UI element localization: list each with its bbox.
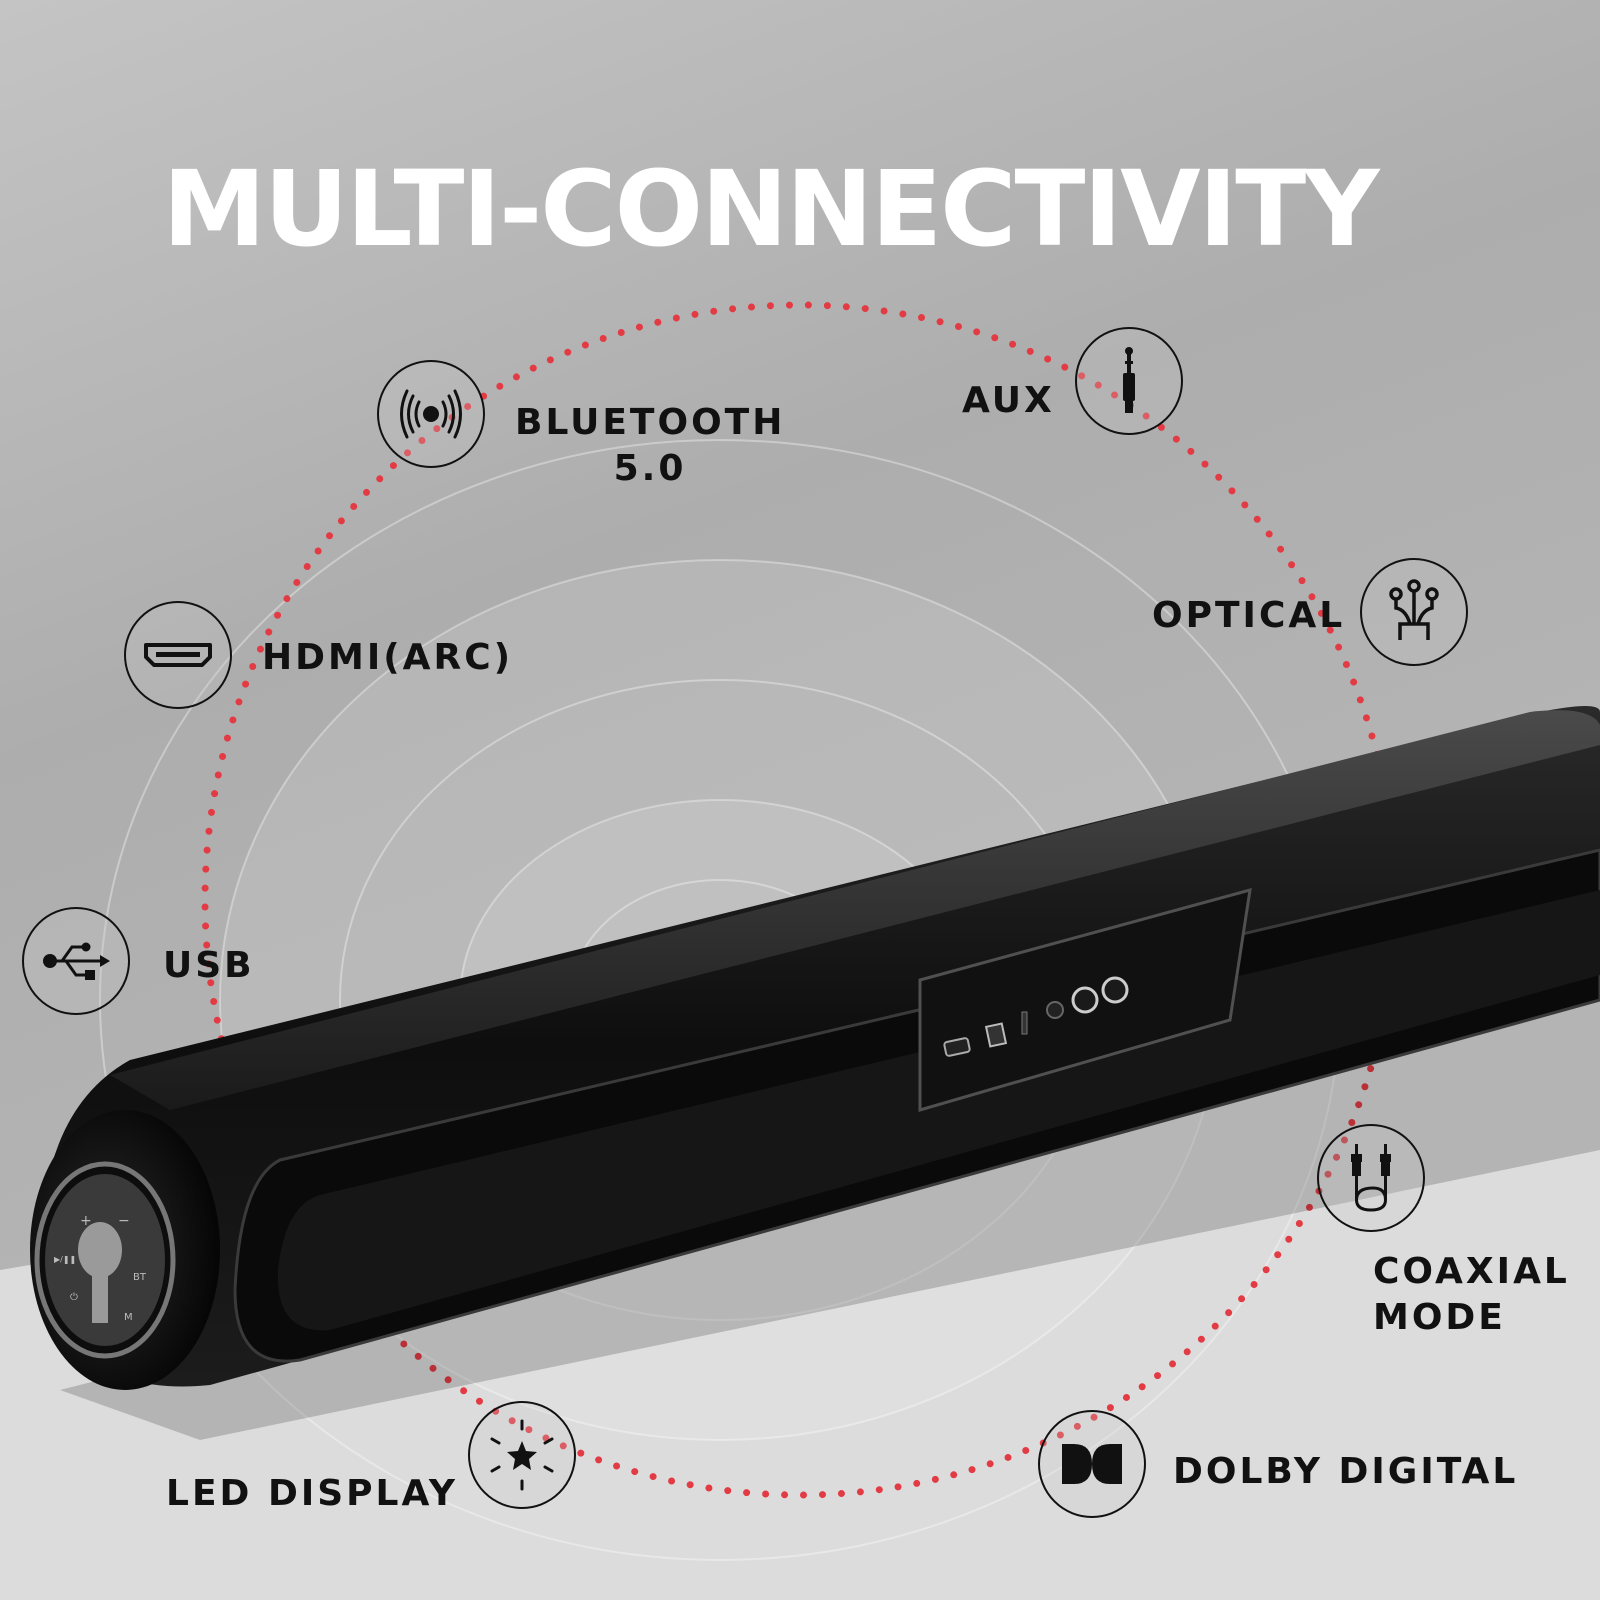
bluetooth-label: BLUETOOTH 5.0 bbox=[515, 402, 786, 489]
audio-jack-icon bbox=[1123, 347, 1135, 413]
svg-text:+: + bbox=[80, 1213, 92, 1229]
dolby-ring bbox=[1038, 1410, 1146, 1518]
aux-label: AUX bbox=[962, 380, 1055, 421]
led-ring bbox=[468, 1401, 576, 1509]
wireless-signal-icon bbox=[400, 389, 462, 439]
dolby-label: DOLBY DIGITAL bbox=[1173, 1451, 1519, 1492]
hdmi-port-icon bbox=[144, 643, 212, 667]
page-title: MULTI-CONNECTIVITY bbox=[162, 147, 1379, 270]
hdmi-ring bbox=[124, 601, 232, 709]
rca-cable-icon bbox=[1351, 1144, 1391, 1212]
optical-label: OPTICAL bbox=[1152, 595, 1346, 636]
aux-ring bbox=[1075, 327, 1183, 435]
hdmi-label: HDMI(ARC) bbox=[262, 637, 514, 678]
coaxial-label: COAXIAL MODE bbox=[1373, 1251, 1570, 1338]
star-burst-icon bbox=[490, 1419, 554, 1491]
usb-icon bbox=[43, 942, 110, 980]
led-label: LED DISPLAY bbox=[166, 1473, 458, 1514]
optical-ring bbox=[1360, 558, 1468, 666]
svg-text:M: M bbox=[124, 1312, 133, 1323]
fiber-optic-icon bbox=[1389, 579, 1439, 640]
dolby-logo-icon bbox=[1062, 1444, 1122, 1484]
usb-label: USB bbox=[163, 945, 255, 986]
svg-text:▶/❚❚: ▶/❚❚ bbox=[54, 1255, 76, 1264]
usb-ring bbox=[22, 907, 130, 1015]
coaxial-ring bbox=[1317, 1124, 1425, 1232]
svg-text:−: − bbox=[118, 1213, 130, 1229]
svg-text:⏻: ⏻ bbox=[70, 1292, 78, 1303]
svg-text:BT: BT bbox=[133, 1272, 147, 1283]
bluetooth-ring bbox=[377, 360, 485, 468]
